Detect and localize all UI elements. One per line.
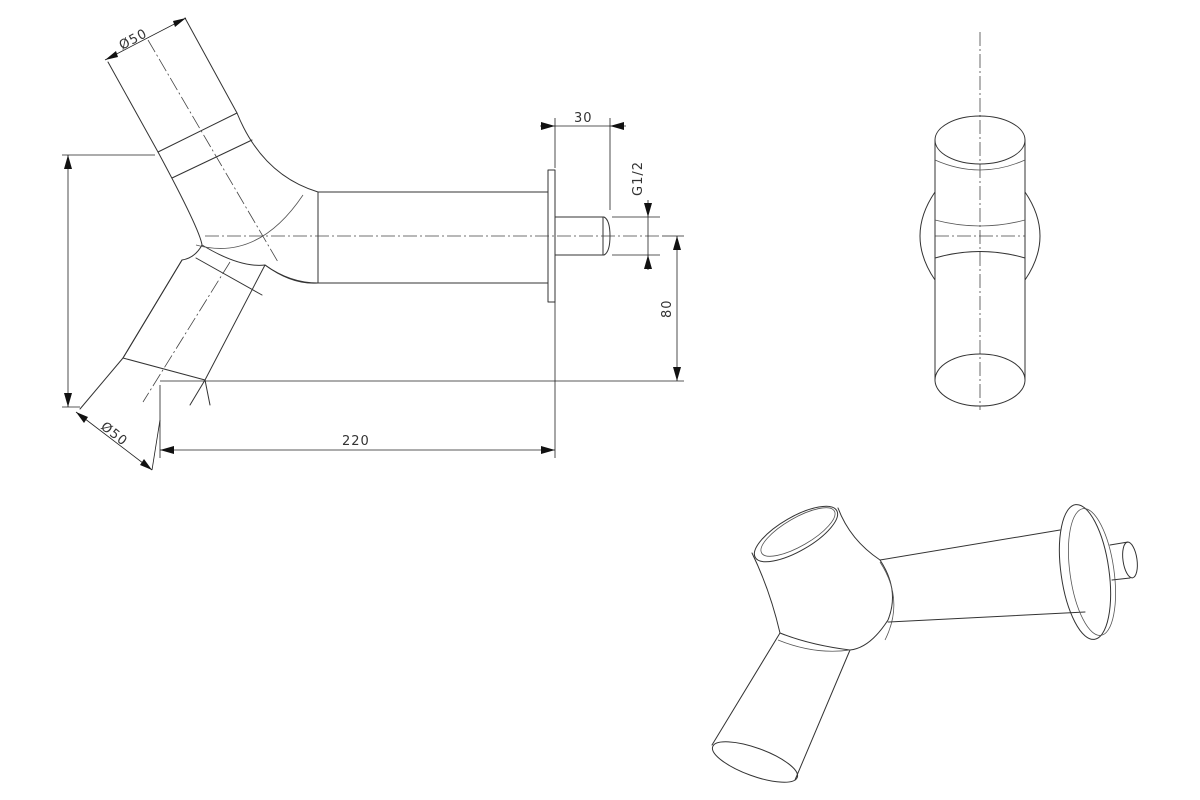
side-flange <box>919 191 1041 281</box>
flange-projection-label: 30 <box>574 111 593 126</box>
center-line-lower-arm <box>142 261 231 403</box>
upper-arm-outline <box>107 17 238 153</box>
lower-arm-band <box>122 257 263 381</box>
side-view <box>919 32 1041 410</box>
main-pipe <box>317 191 549 284</box>
height-offset-label: 80 <box>660 299 675 318</box>
iso-flange <box>1058 504 1112 640</box>
lower-outlet-face <box>79 357 206 410</box>
iso-top-outlet <box>753 505 839 563</box>
y-body-outline <box>122 112 319 359</box>
top-diameter-label: Ø50 <box>117 26 150 53</box>
iso-main-pipe <box>879 529 1086 623</box>
isometric-view <box>711 504 1138 783</box>
center-line-upper-arm <box>147 39 279 263</box>
side-bottom-outlet <box>934 353 1026 407</box>
iso-bottom-outlet <box>711 741 799 783</box>
junction-arc <box>195 194 304 249</box>
front-view <box>79 17 660 410</box>
dimensions: Ø50 Ø50 30 G1/2 80 220 <box>62 17 684 471</box>
upper-arm-band <box>157 112 253 179</box>
bottom-diameter-label: Ø50 <box>98 419 131 449</box>
lower-arm-outline <box>122 259 319 406</box>
thread-size-label: G1/2 <box>631 161 646 196</box>
overall-length-label: 220 <box>342 434 370 449</box>
